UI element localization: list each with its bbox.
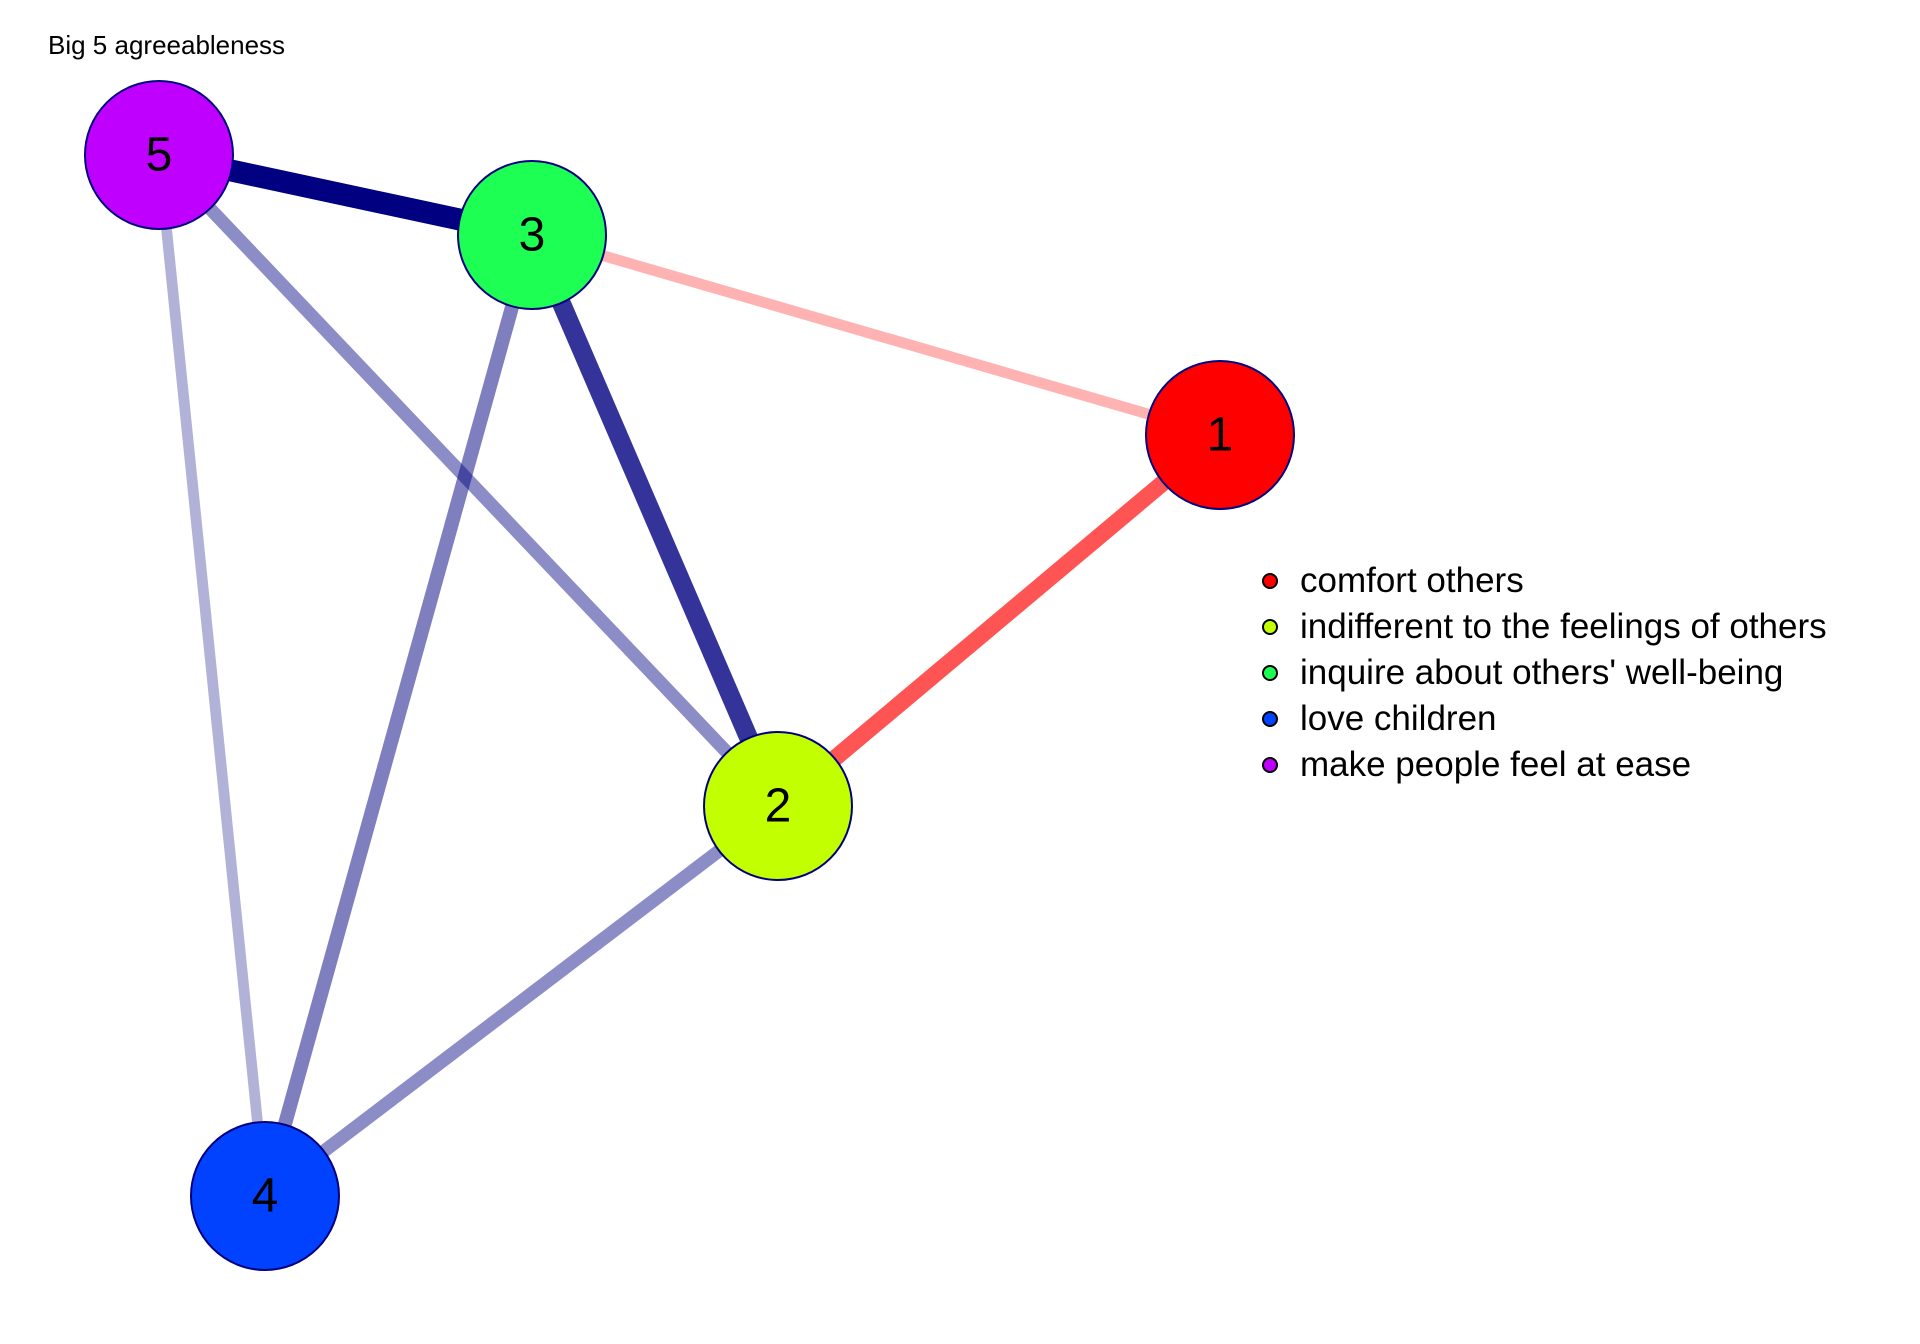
node-4: 4 bbox=[190, 1121, 340, 1271]
edge-3-1 bbox=[530, 229, 1222, 441]
legend-swatch-icon bbox=[1262, 573, 1278, 589]
node-3: 3 bbox=[457, 160, 607, 310]
edge-3-2 bbox=[523, 231, 787, 810]
node-5: 5 bbox=[84, 80, 234, 230]
legend-swatch-icon bbox=[1262, 665, 1278, 681]
node-circle bbox=[1145, 360, 1295, 510]
legend-label: comfort others bbox=[1300, 561, 1524, 600]
edge-2-4 bbox=[261, 800, 782, 1202]
node-label: 4 bbox=[252, 1170, 279, 1223]
legend-label: inquire about others' well-being bbox=[1300, 653, 1784, 692]
legend-label: indifferent to the feelings of others bbox=[1300, 607, 1827, 646]
legend-item: make people feel at ease bbox=[1262, 742, 1827, 788]
legend-item: indifferent to the feelings of others bbox=[1262, 604, 1827, 650]
node-label: 1 bbox=[1207, 409, 1234, 462]
legend-swatch-icon bbox=[1262, 619, 1278, 635]
node-label: 5 bbox=[146, 129, 173, 182]
legend-label: love children bbox=[1300, 699, 1497, 738]
nodes-layer: 1 2 3 4 5 bbox=[84, 80, 1295, 1271]
node-circle bbox=[703, 731, 853, 881]
node-2: 2 bbox=[703, 731, 853, 881]
legend-item: inquire about others' well-being bbox=[1262, 650, 1827, 696]
node-circle bbox=[190, 1121, 340, 1271]
node-circle bbox=[457, 160, 607, 310]
node-label: 2 bbox=[765, 780, 792, 833]
node-circle bbox=[84, 80, 234, 230]
legend-item: comfort others bbox=[1262, 558, 1827, 604]
edge-3-4 bbox=[258, 233, 539, 1198]
edge-2-1 bbox=[772, 428, 1226, 813]
node-label: 3 bbox=[519, 209, 546, 262]
legend-swatch-icon bbox=[1262, 757, 1278, 773]
legend-label: make people feel at ease bbox=[1300, 745, 1692, 784]
legend-item: love children bbox=[1262, 696, 1827, 742]
legend: comfort others indifferent to the feelin… bbox=[1262, 558, 1827, 788]
legend-swatch-icon bbox=[1262, 711, 1278, 727]
edges-layer bbox=[153, 144, 1226, 1202]
edge-5-4 bbox=[153, 154, 271, 1197]
graph-title: Big 5 agreeableness bbox=[48, 30, 286, 60]
node-1: 1 bbox=[1145, 360, 1295, 510]
